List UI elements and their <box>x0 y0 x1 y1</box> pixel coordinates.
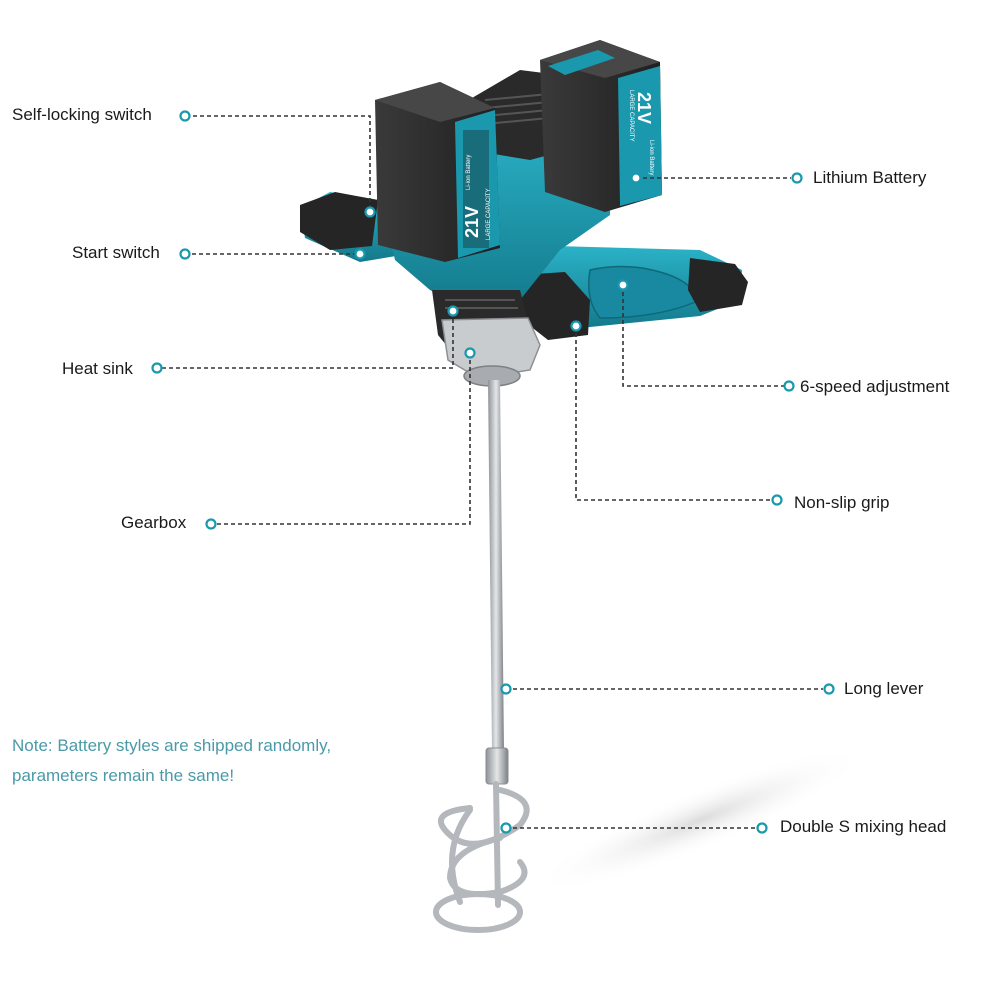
battery-left: 21V LARGE CAPACITY Li-ion Battery <box>375 82 500 262</box>
gearbox-housing <box>441 317 541 379</box>
label-start-switch: Start switch <box>72 243 160 262</box>
label-lithium-battery: Lithium Battery <box>813 168 927 187</box>
callout-markers <box>151 110 835 834</box>
shipping-note-line1: Note: Battery styles are shipped randoml… <box>12 736 332 755</box>
label-non-slip-grip: Non-slip grip <box>794 493 890 512</box>
battery-right-voltage: 21V <box>634 92 654 124</box>
marker-speed-adjustment <box>783 380 795 392</box>
marker-self-locking-switch <box>179 110 191 122</box>
long-lever-rod <box>488 380 504 752</box>
label-heat-sink: Heat sink <box>62 359 133 378</box>
battery-left-brand: Li-ion Battery <box>466 155 472 190</box>
marker-self-locking-switch-tip <box>364 206 376 218</box>
leader-gearbox <box>217 353 471 525</box>
leader-heat-sink <box>162 311 454 369</box>
leader-lines <box>162 115 823 829</box>
marker-gearbox-tip <box>464 347 476 359</box>
marker-start-switch-tip <box>354 248 366 260</box>
rod-collar <box>485 747 509 785</box>
leader-self-locking-switch <box>193 115 371 212</box>
marker-gearbox <box>205 518 217 530</box>
marker-non-slip-grip <box>771 494 783 506</box>
label-speed-adjustment: 6-speed adjustment <box>800 377 950 396</box>
marker-heat-sink <box>151 362 163 374</box>
right-handle-end-cap <box>688 258 748 312</box>
marker-long-lever-tip <box>500 683 512 695</box>
marker-mixing-head-tip <box>500 822 512 834</box>
marker-start-switch <box>179 248 191 260</box>
battery-right: 21V LARGE CAPACITY Li-ion Battery <box>540 40 662 212</box>
marker-non-slip-grip-tip <box>570 320 582 332</box>
shipping-note-line2: parameters remain the same! <box>12 766 235 785</box>
battery-left-label: LARGE CAPACITY <box>486 188 492 240</box>
battery-right-label: LARGE CAPACITY <box>628 90 634 142</box>
marker-long-lever <box>823 683 835 695</box>
battery-right-brand: Li-ion Battery <box>648 140 654 175</box>
marker-speed-adjustment-tip <box>617 279 629 291</box>
label-long-lever: Long lever <box>844 679 924 698</box>
mixer-shadow <box>532 747 868 893</box>
marker-lithium-battery <box>791 172 803 184</box>
marker-mixing-head <box>756 822 768 834</box>
marker-lithium-battery-tip <box>630 172 642 184</box>
label-gearbox: Gearbox <box>121 513 187 532</box>
leader-non-slip-grip <box>575 326 771 501</box>
leader-speed-adjustment <box>622 285 784 387</box>
mixing-head <box>433 781 530 933</box>
shipping-note: Note: Battery styles are shipped randoml… <box>12 731 331 791</box>
marker-heat-sink-tip <box>447 305 459 317</box>
label-self-locking-switch: Self-locking switch <box>12 105 152 124</box>
label-mixing-head: Double S mixing head <box>780 817 947 836</box>
battery-left-voltage: 21V <box>462 206 482 238</box>
left-handle-grip <box>300 192 378 250</box>
